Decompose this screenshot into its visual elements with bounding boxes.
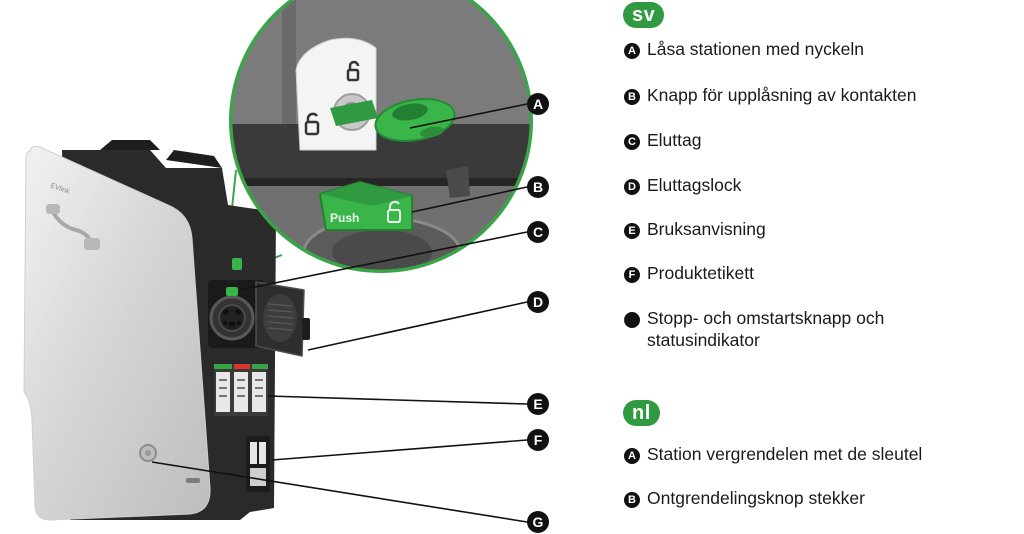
key-icon xyxy=(330,98,456,142)
unlock-push-button xyxy=(226,287,238,296)
legend-item-sv-b: B Knapp för upplåsning av kontakten xyxy=(624,84,1014,106)
legend-bullet: E xyxy=(624,223,640,239)
brand-logo xyxy=(186,478,200,483)
svg-text:G: G xyxy=(533,514,544,530)
lang-badge-sv: sv xyxy=(623,2,665,28)
callout-g: G xyxy=(527,511,549,533)
instruction-labels xyxy=(214,364,268,416)
callout-a: A xyxy=(527,93,549,115)
legend-item-sv-c: C Eluttag xyxy=(624,129,1014,151)
callout-d: D xyxy=(527,291,549,313)
legend-text: Eluttag xyxy=(647,130,702,150)
legend-text: Eluttagslock xyxy=(647,175,742,195)
callout-lines xyxy=(151,103,528,523)
socket-compartment xyxy=(208,258,264,348)
legend-text: Station vergrendelen met de sleutel xyxy=(647,444,923,464)
zoom-detail: Push xyxy=(229,0,533,273)
unlock-icon xyxy=(387,200,401,223)
legend-item-nl-a: A Station vergrendelen met de sleutel xyxy=(624,443,1014,465)
ev-charger-diagram: EVlink xyxy=(23,0,549,533)
legend-text: Produktetikett xyxy=(647,263,754,283)
charger-body: EVlink xyxy=(23,140,310,521)
legend-item-sv-d: D Eluttagslock xyxy=(624,174,1014,196)
callout-badges: A B C D E F G xyxy=(527,93,549,533)
callout-f: F xyxy=(527,429,549,451)
legend-text: Stopp- och omstartsknapp och statusindik… xyxy=(647,308,885,350)
svg-text:A: A xyxy=(533,96,543,112)
legend-bullet: G xyxy=(616,312,640,328)
svg-text:B: B xyxy=(533,179,543,195)
legend-text: Låsa stationen med nyckeln xyxy=(647,39,864,59)
callout-c: C xyxy=(527,221,549,243)
padlock-icon xyxy=(304,60,360,136)
stop-restart-button xyxy=(139,444,157,462)
legend-text: Ontgrendelingsknop stekker xyxy=(647,488,865,508)
legend-item-sv-g: G Stopp- och omstartsknapp och statusindi… xyxy=(616,307,994,351)
legend-bullet: F xyxy=(624,267,640,283)
legend-bullet: B xyxy=(624,89,640,105)
front-cover xyxy=(23,146,211,521)
callout-e: E xyxy=(527,393,549,415)
legend-item-sv-a: A Låsa stationen med nyckeln xyxy=(624,38,1014,60)
legend-bullet: A xyxy=(624,43,640,59)
callout-b: B xyxy=(527,176,549,198)
legend-text: Bruksanvisning xyxy=(647,219,766,239)
legend-bullet: A xyxy=(624,448,640,464)
legend-text: Knapp för upplåsning av kontakten xyxy=(647,85,917,105)
svg-text:F: F xyxy=(534,432,543,448)
svg-text:D: D xyxy=(533,294,543,310)
lang-badge-nl: nl xyxy=(623,400,660,426)
legend-item-sv-e: E Bruksanvisning xyxy=(624,218,1014,240)
svg-text:E: E xyxy=(533,396,542,412)
push-label: Push xyxy=(330,211,359,225)
push-button-detail: Push xyxy=(318,180,413,231)
legend-bullet: D xyxy=(624,179,640,195)
legend-bullet: B xyxy=(624,492,640,508)
legend-item-nl-b: B Ontgrendelingsknop stekker xyxy=(624,487,1014,509)
legend-bullet: C xyxy=(624,134,640,150)
socket-lid xyxy=(255,281,310,357)
svg-text:C: C xyxy=(533,224,543,240)
product-label xyxy=(246,436,270,492)
plug-logo-icon xyxy=(46,204,100,250)
legend-item-sv-f: F Produktetikett xyxy=(624,262,1014,284)
